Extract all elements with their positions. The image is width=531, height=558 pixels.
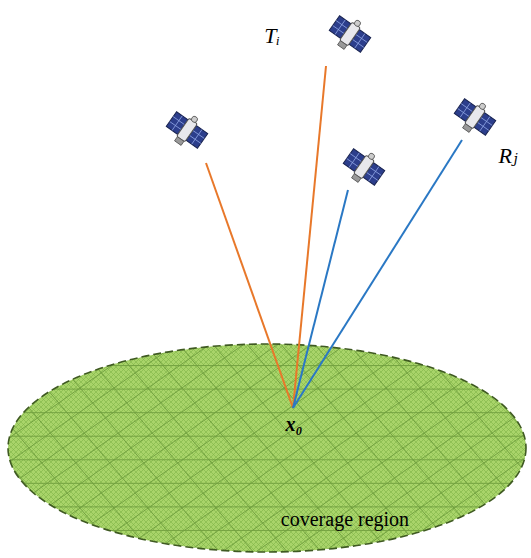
satellite-icon [450, 93, 499, 141]
rx-line [293, 140, 462, 408]
rx-line [293, 190, 348, 408]
region-ellipse [6, 342, 528, 554]
tx-line [206, 163, 293, 408]
coverage-region: coverage region [6, 342, 528, 554]
satellite-icon [325, 10, 374, 58]
tx-line [293, 66, 326, 408]
satellite-icon [339, 143, 388, 191]
transmitter-label: Tᵢ [264, 23, 280, 49]
point-label: x₀ [286, 413, 303, 436]
satellite-icon [162, 106, 211, 154]
region-label: coverage region [278, 508, 412, 531]
receiver-label: Rⱼ [498, 143, 517, 169]
